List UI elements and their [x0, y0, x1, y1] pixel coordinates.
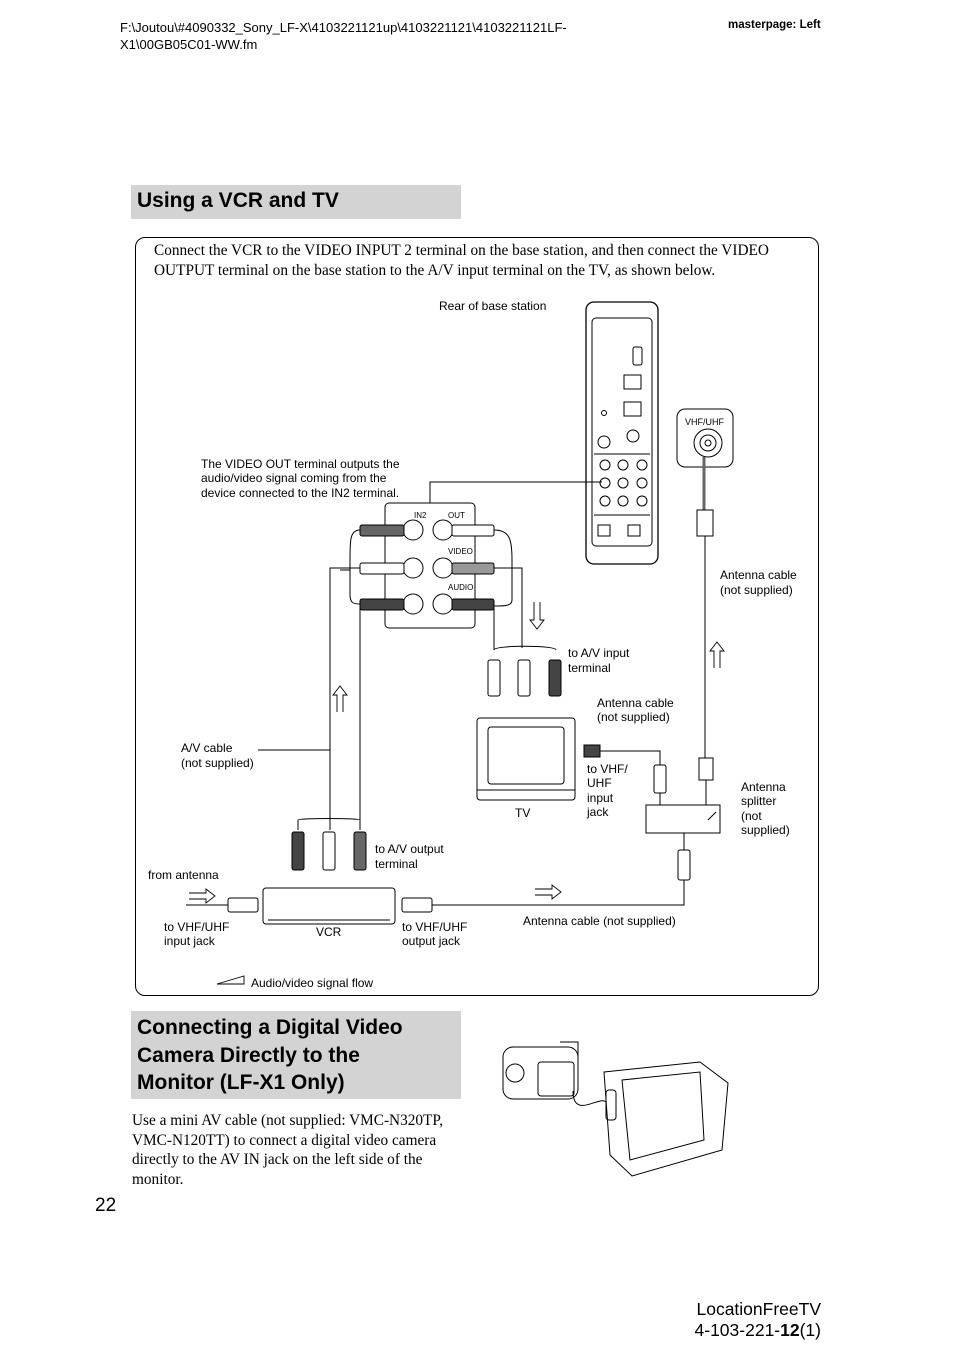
diagram-frame [135, 237, 819, 996]
footer-code-bold: 12 [780, 1320, 800, 1340]
label-antenna-cable-mid-1: Antenna cable [597, 696, 674, 710]
file-path-line-1: F:\Joutou\#4090332_Sony_LF-X\4103221121u… [120, 20, 567, 35]
label-vcr-input-2: input jack [164, 934, 216, 948]
label-to-av-output-2: terminal [375, 857, 418, 871]
label-av-cable-1: A/V cable [181, 741, 233, 755]
label-vcr-output-2: output jack [402, 934, 461, 948]
label-splitter-1: Antenna [741, 780, 786, 794]
label-antenna-cable-top-2: (not supplied) [720, 583, 793, 597]
page-number: 22 [95, 1195, 117, 1216]
legend-signal-flow: Audio/video signal flow [251, 976, 373, 990]
monitor-illustration [603, 1061, 729, 1177]
footer-code-prefix: 4-103-221- [694, 1320, 781, 1340]
label-rear-base-station: Rear of base station [439, 299, 546, 313]
camcorder-illustration [502, 1041, 607, 1106]
label-tv-vhf-3: input [587, 791, 614, 805]
intro-paragraph: Connect the VCR to the VIDEO INPUT 2 ter… [154, 242, 769, 279]
label-av-cable-2: (not supplied) [181, 756, 254, 770]
camera-paragraph: Use a mini AV cable (not supplied: VMC-N… [132, 1112, 444, 1188]
label-to-av-input-1: to A/V input [568, 646, 630, 660]
section-heading-camera: Connecting a Digital Video Camera Direct… [131, 1011, 461, 1099]
label-splitter-4: supplied) [741, 823, 790, 837]
panel-label-in2: IN2 [414, 511, 427, 520]
footer: LocationFreeTV 4-103-221-12(1) [640, 1299, 821, 1341]
masterpage-label: masterpage: Left [728, 19, 821, 31]
vcr-unit [262, 887, 396, 925]
label-antenna-cable-bottom: Antenna cable (not supplied) [523, 914, 676, 928]
panel-label-audio: AUDIO [448, 583, 473, 592]
label-tv-vhf-4: jack [586, 805, 609, 819]
label-vhf-uhf: VHF/UHF [685, 417, 724, 427]
section-title-camera: Connecting a Digital Video Camera Direct… [131, 1011, 461, 1097]
antenna-splitter [645, 780, 721, 850]
file-path-header: F:\Joutou\#4090332_Sony_LF-X\4103221121u… [120, 19, 680, 53]
label-vcr: VCR [316, 925, 342, 939]
label-vcr-output-1: to VHF/UHF [402, 920, 467, 934]
section-heading-vcr-tv: Using a VCR and TV [131, 185, 461, 219]
tv-set [476, 717, 576, 801]
label-antenna-cable-mid-2: (not supplied) [597, 710, 670, 724]
file-path-line-2: X1\00GB05C01-WW.fm [120, 37, 258, 52]
label-vcr-input-1: to VHF/UHF [164, 920, 229, 934]
label-tv-vhf-1: to VHF/ [587, 762, 628, 776]
label-to-av-input-2: terminal [568, 661, 611, 675]
label-splitter-3: (not [741, 809, 762, 823]
label-video-out-note-3: device connected to the IN2 terminal. [201, 486, 399, 500]
flow-arrows [189, 602, 725, 985]
label-video-out-note-2: audio/video signal coming from the [201, 471, 387, 485]
label-tv-vhf-2: UHF [587, 776, 612, 790]
label-video-out-note-1: The VIDEO OUT terminal outputs the [201, 457, 400, 471]
label-antenna-cable-top-1: Antenna cable [720, 568, 797, 582]
label-tv: TV [515, 806, 530, 820]
label-to-av-output-1: to A/V output [375, 842, 444, 856]
label-splitter-2: splitter [741, 794, 776, 808]
panel-label-out: OUT [448, 511, 465, 520]
section-title-line-1: Connecting a Digital Video [137, 1016, 403, 1039]
base-station-rear [585, 301, 659, 565]
footer-product: LocationFreeTV [696, 1299, 821, 1319]
callout-line-video-out [429, 481, 602, 503]
footer-code: 4-103-221-12(1) [640, 1320, 821, 1341]
label-from-antenna: from antenna [148, 868, 219, 882]
panel-label-video: VIDEO [448, 547, 473, 556]
footer-code-suffix: (1) [799, 1320, 821, 1340]
section-title: Using a VCR and TV [137, 189, 339, 212]
section-title-line-2: Camera Directly to the [137, 1043, 360, 1067]
section-title-line-3: Monitor (LF-X1 Only) [137, 1071, 345, 1094]
